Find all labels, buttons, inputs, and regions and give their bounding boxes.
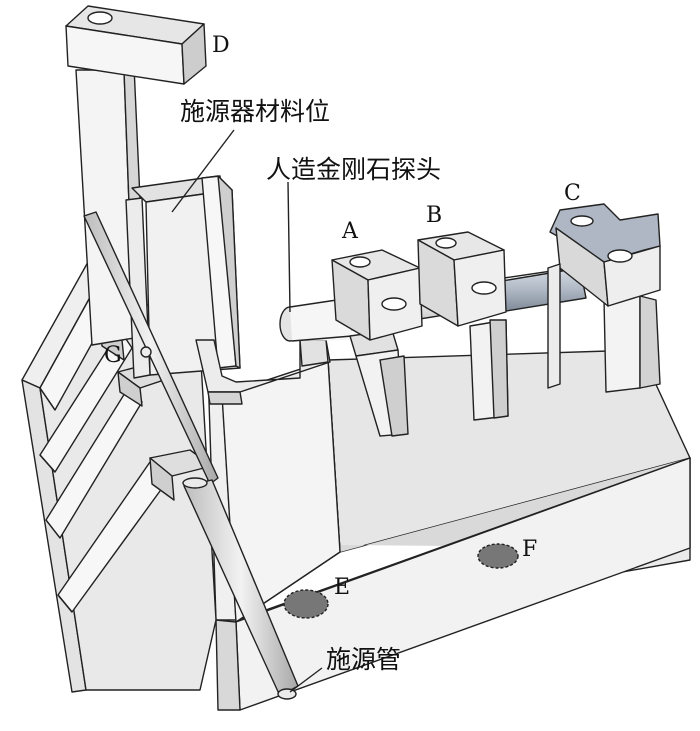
leader-lines bbox=[171, 129, 323, 693]
port-e bbox=[283, 589, 329, 619]
clamp-block-b bbox=[417, 231, 509, 421]
label-source-material-position: 施源器材料位 bbox=[180, 97, 330, 126]
label-d: D bbox=[212, 33, 230, 58]
label-a: A bbox=[341, 219, 359, 244]
port-f bbox=[477, 543, 519, 569]
source-material-position bbox=[125, 175, 241, 379]
label-diamond-probe: 人造金刚石探头 bbox=[266, 155, 441, 184]
front-platform bbox=[191, 351, 691, 711]
top-block-d bbox=[65, 5, 207, 85]
label-b: B bbox=[426, 203, 442, 228]
point-g bbox=[140, 346, 152, 358]
label-g: G bbox=[104, 343, 122, 368]
label-f: F bbox=[522, 537, 537, 562]
clamp-block-c bbox=[547, 203, 661, 393]
label-e: E bbox=[334, 575, 350, 600]
clamp-block-a bbox=[331, 249, 423, 437]
label-c: C bbox=[564, 181, 581, 206]
label-source-tube: 施源管 bbox=[326, 645, 401, 674]
